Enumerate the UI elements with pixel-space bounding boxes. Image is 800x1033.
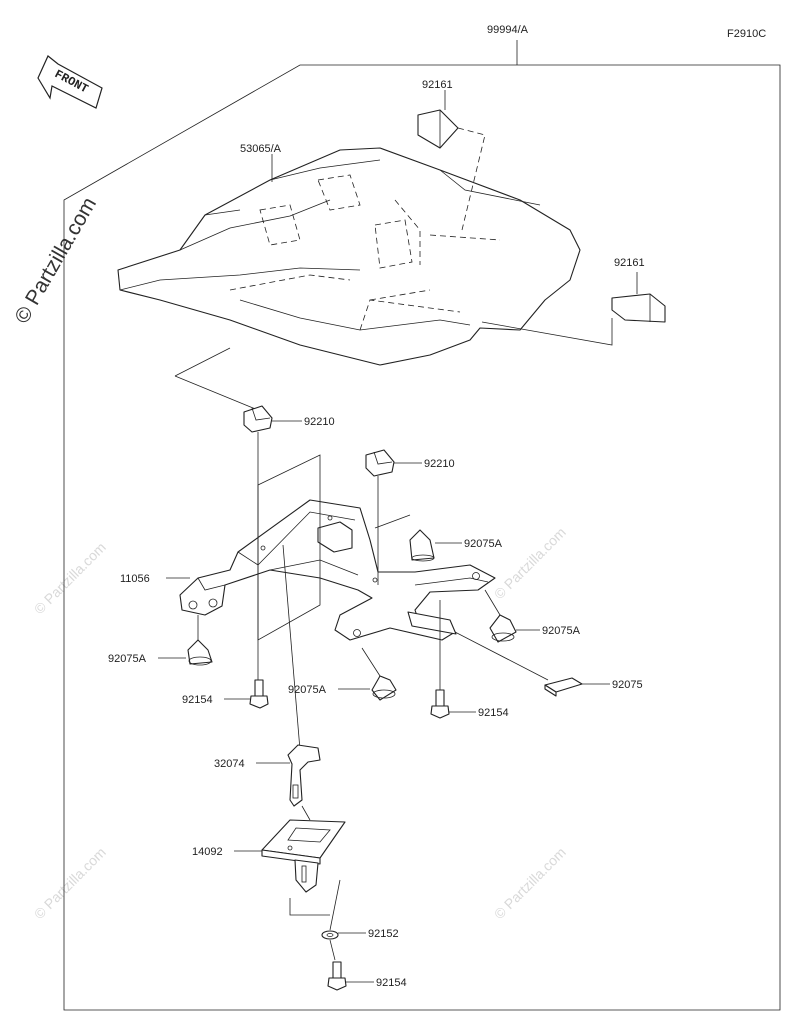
bolt-92154-left [249, 679, 269, 709]
guide-bolt-bottom [329, 939, 336, 961]
label-kit: 99994/A [487, 24, 529, 36]
guide-seat-nut [174, 347, 259, 411]
label-pad-top: 92161 [422, 79, 453, 91]
label-seat-cover: 53065/A [240, 143, 282, 155]
figure-code: F2910C [727, 28, 766, 40]
label-damper-right: 92075A [542, 625, 581, 637]
pad-92161-top [417, 109, 459, 149]
label-damper-flat: 92075 [612, 679, 643, 691]
nut-92210-left [243, 405, 273, 433]
label-holder: 14092 [192, 846, 223, 858]
bolt-92154-bottom [327, 961, 347, 991]
leader-damper-flat [454, 631, 610, 685]
damper-92075-flat [544, 677, 583, 697]
damper-92075a-right [489, 614, 517, 643]
label-bolt-right: 92154 [478, 707, 509, 719]
label-bolt-bottom: 92154 [376, 977, 407, 989]
label-damper-left: 92075A [108, 653, 147, 665]
label-nut-left: 92210 [304, 416, 335, 428]
guide-bolt-right [377, 476, 441, 690]
label-nut-right: 92210 [424, 458, 455, 470]
holder-14092 [261, 819, 346, 893]
bolt-92154-right [430, 689, 450, 719]
washer-92152 [321, 930, 339, 940]
guide-pad-top [457, 127, 486, 231]
watermark-text: © Partzilla.com [31, 539, 109, 617]
pad-92161-right [611, 293, 666, 323]
damper-92075a-upper [409, 529, 435, 562]
watermark-text: © Partzilla.com [491, 524, 569, 602]
label-washer: 92152 [368, 928, 399, 940]
watermark-text: © Partzilla.com [491, 844, 569, 922]
label-damper-upper: 92075A [464, 538, 503, 550]
guide-stay [282, 544, 301, 751]
kit-frame [63, 40, 781, 1011]
leader-pad-right [481, 272, 638, 346]
watermark-text: © Partzilla.com [31, 844, 109, 922]
front-arrow-icon: FRONT [37, 55, 103, 109]
damper-92075a-center [371, 675, 397, 701]
label-bolt-left: 92154 [182, 694, 213, 706]
leader-damper-right [484, 589, 540, 631]
label-damper-center: 92075A [288, 684, 327, 696]
stay-32074 [287, 744, 321, 807]
nut-92210-right [365, 449, 395, 477]
seat-cover-53065a [117, 147, 581, 366]
guide-lower-frame [289, 805, 341, 931]
bracket-11056 [179, 499, 496, 641]
leader-damper-center [338, 647, 381, 690]
damper-92075a-left [187, 639, 213, 666]
label-stay: 32074 [214, 758, 245, 770]
leader-damper-upper [374, 514, 462, 544]
partzilla-watermark-main: © Partzilla.com [10, 193, 101, 327]
label-bracket: 11056 [120, 573, 150, 585]
label-pad-right: 92161 [614, 257, 645, 269]
leader-damper-left [158, 615, 199, 659]
